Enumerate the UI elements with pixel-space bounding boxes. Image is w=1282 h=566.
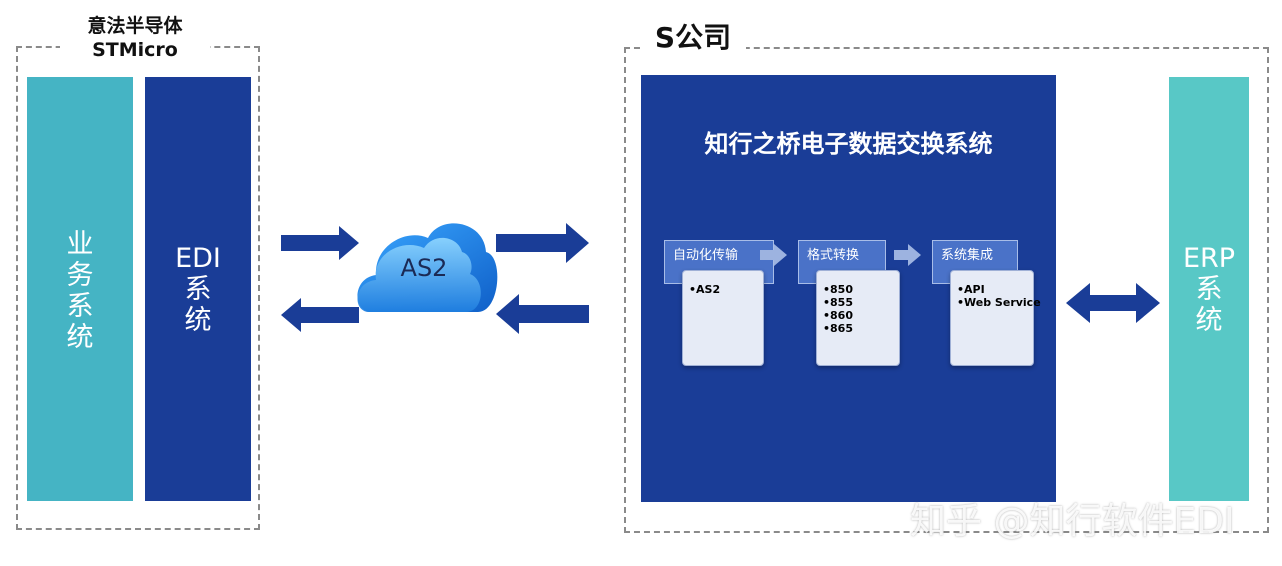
as2-label: AS2 <box>400 254 448 282</box>
edi-system-char: EDI <box>175 243 221 274</box>
step-system-integration-card: •API •Web Service <box>950 270 1041 366</box>
step-item: •855 <box>823 296 853 309</box>
erp-system-char: 统 <box>1195 305 1223 336</box>
step-item: •865 <box>823 322 853 335</box>
s-company-title: S公司 <box>640 20 746 56</box>
zhihu-watermark: 知乎 @知行软件EDI <box>910 501 1235 542</box>
business-system-char: 系 <box>66 291 94 322</box>
erp-system-block: ERP 系 统 <box>1169 77 1249 501</box>
step-auto-transfer-card: •AS2 <box>682 270 764 366</box>
step-label-text: 格式转换 <box>807 248 860 263</box>
business-system-block: 业 务 系 统 <box>27 77 133 501</box>
business-system-char: 统 <box>66 322 94 353</box>
s-company-group-frame <box>624 47 1269 533</box>
cloud-icon <box>357 223 498 312</box>
step-item: •AS2 <box>689 283 721 296</box>
step-arrow-icon <box>894 244 921 266</box>
step-item: •Web Service <box>957 296 1041 309</box>
business-system-char: 务 <box>66 260 94 291</box>
step-arrow-icon <box>760 244 787 266</box>
step-label-text: 系统集成 <box>941 248 994 263</box>
erp-system-char: ERP <box>1182 243 1236 274</box>
stmicro-title: 意法半导体 STMicro <box>60 14 210 62</box>
step-item: •API <box>957 283 985 296</box>
edi-exchange-system-title: 知行之桥电子数据交换系统 <box>704 130 993 158</box>
edi-system-char: 统 <box>184 305 212 336</box>
arrow-right-icon <box>281 226 359 260</box>
stmicro-title-cn: 意法半导体 <box>87 15 183 37</box>
double-arrow-icon <box>1066 283 1160 323</box>
step-item: •860 <box>823 309 853 322</box>
edi-system-block: EDI 系 统 <box>145 77 251 501</box>
step-format-conversion-card: •850 •855 •860 •865 <box>816 270 900 366</box>
step-item: •850 <box>823 283 853 296</box>
step-label-text: 自动化传输 <box>673 248 739 263</box>
stmicro-title-en: STMicro <box>92 39 178 61</box>
arrow-right-icon <box>496 223 589 263</box>
arrow-left-icon <box>281 298 359 332</box>
erp-system-char: 系 <box>1195 274 1223 305</box>
business-system-char: 业 <box>66 229 94 260</box>
arrow-left-icon <box>496 294 589 334</box>
edi-system-char: 系 <box>184 274 212 305</box>
